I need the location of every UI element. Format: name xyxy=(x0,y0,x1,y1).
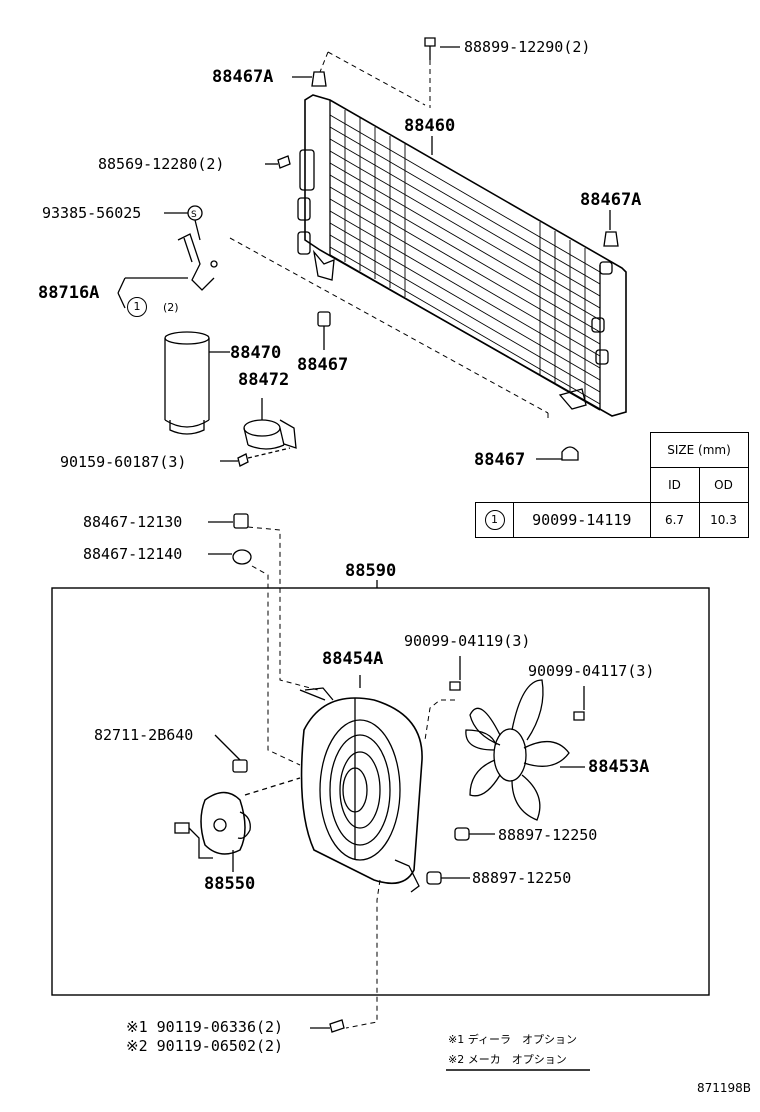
bolt-88899 xyxy=(424,37,460,60)
size-table-part: 90099-14119 xyxy=(513,502,651,538)
grommet-82711 xyxy=(214,734,248,773)
bracket-88472 xyxy=(243,398,297,450)
bolt-90099-04117 xyxy=(573,686,585,721)
cushion-88467a-top xyxy=(311,71,327,87)
label-88569-12280: 88569-12280(2) xyxy=(98,155,225,173)
cushion-88467-bottom xyxy=(536,446,579,461)
cushion-88467a-right xyxy=(603,231,619,247)
label-88467-mid: 88467 xyxy=(297,355,349,375)
label-88470: 88470 xyxy=(230,343,282,363)
screw-88569 xyxy=(265,155,291,169)
label-88550: 88550 xyxy=(204,874,256,894)
label-88454a: 88454A xyxy=(322,649,384,669)
size-table-header: SIZE (mm) xyxy=(649,432,749,468)
size-table-marker: 1 xyxy=(484,510,505,530)
motor-88550 xyxy=(174,777,301,872)
circle-marker-1: 1 xyxy=(127,297,147,317)
shroud-88454a xyxy=(299,675,423,893)
oring-93385: S xyxy=(164,205,203,241)
cushion-88467-12140 xyxy=(208,549,252,565)
label-88716a: 88716A xyxy=(38,283,100,303)
size-table-marker-cell: 1 xyxy=(475,502,514,538)
condenser-88460 xyxy=(297,94,627,417)
label-88897-12250-a: 88897-12250 xyxy=(498,826,598,844)
receiver-88470 xyxy=(164,331,230,435)
label-90099-04119: 90099-04119(3) xyxy=(404,632,531,650)
svg-text:S: S xyxy=(191,210,197,220)
bolt-90119 xyxy=(310,1019,345,1033)
label-88460: 88460 xyxy=(404,116,456,136)
label-qty-2: (2) xyxy=(163,301,179,314)
label-88453a: 88453A xyxy=(588,757,650,777)
label-82711-2b640: 82711-2B640 xyxy=(94,726,194,744)
size-table-col-id: ID xyxy=(649,467,700,503)
label-88467-12130: 88467-12130 xyxy=(83,513,183,531)
label-90119-06502: ※2 90119-06502(2) xyxy=(126,1037,284,1055)
fan-assembly-box-88590 xyxy=(51,587,710,996)
size-table-col-od: OD xyxy=(698,467,749,503)
bolt-90159 xyxy=(220,447,291,467)
label-88467-bottom: 88467 xyxy=(474,450,526,470)
collar-88897-a xyxy=(454,827,495,841)
pipe-88716a xyxy=(117,233,218,309)
collar-88897-b xyxy=(426,871,470,885)
note-dealer-option: ※1 ディーラ オプション xyxy=(448,1033,577,1046)
label-88467a-right: 88467A xyxy=(580,190,642,210)
diagram-code: 871198B xyxy=(697,1081,752,1095)
label-90099-04117: 90099-04117(3) xyxy=(528,662,655,680)
label-88467a-top: 88467A xyxy=(212,67,274,87)
label-93385-56025: 93385-56025 xyxy=(42,204,142,222)
label-88472: 88472 xyxy=(238,370,290,390)
bolt-90099-04119 xyxy=(449,656,461,691)
cushion-88467-mid xyxy=(317,311,331,350)
size-table: SIZE (mm) ID OD 1 90099-14119 6.7 10.3 xyxy=(475,432,749,538)
cushion-88467-12130 xyxy=(208,513,249,529)
label-88897-12250-b: 88897-12250 xyxy=(472,869,572,887)
size-table-id-value: 6.7 xyxy=(649,502,700,538)
label-88590: 88590 xyxy=(345,561,397,581)
label-90119-06336: ※1 90119-06336(2) xyxy=(126,1018,284,1036)
label-88467-12140: 88467-12140 xyxy=(83,545,183,563)
size-table-od-value: 10.3 xyxy=(698,502,749,538)
fan-88453a xyxy=(465,679,585,821)
label-88899-12290: 88899-12290(2) xyxy=(464,38,591,56)
note-maker-option: ※2 メーカ オプション xyxy=(448,1053,567,1066)
label-90159-60187: 90159-60187(3) xyxy=(60,453,187,471)
